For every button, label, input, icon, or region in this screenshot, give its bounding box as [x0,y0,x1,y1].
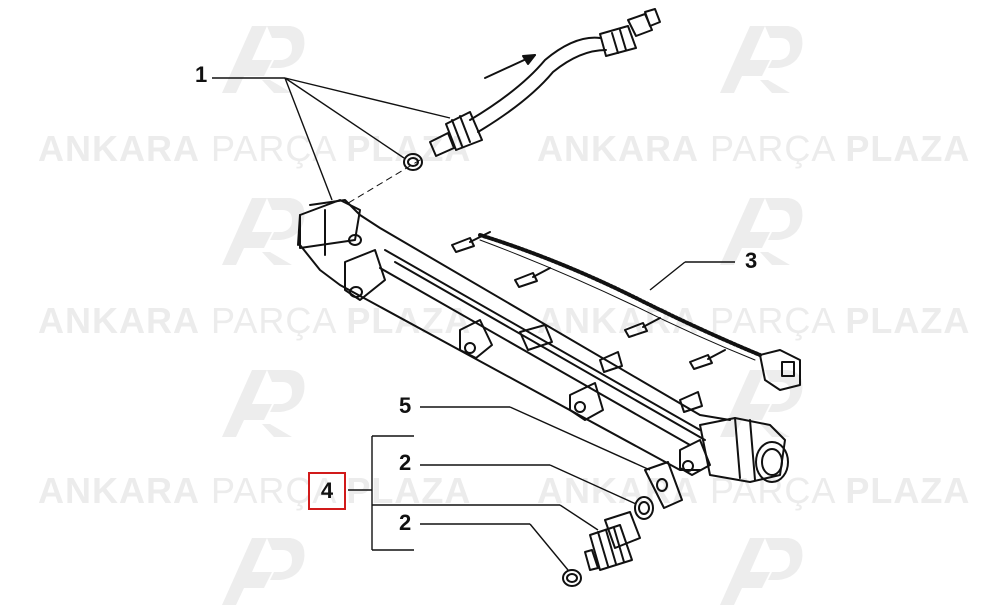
watermark-text: ANKARA PARÇA PLAZA [38,128,472,169]
callout-4-highlighted[interactable]: 4 [308,472,346,510]
callout-2-upper: 2 [399,450,412,475]
fuel-hose [429,8,661,157]
o-ring-1 [403,153,423,171]
ap-logo-icon [720,198,803,265]
wiring-harness [451,231,801,391]
watermark-text: ANKARA PARÇA PLAZA [537,470,971,511]
callout-3: 3 [745,248,758,273]
callout-2-lower: 2 [399,510,412,535]
o-ring-lower [562,569,582,587]
watermark-text: ANKARA PARÇA PLAZA [537,300,971,341]
leader-lines [212,77,735,571]
o-ring-upper [634,496,654,520]
fuel-injector [584,511,641,571]
ap-logo-icon [720,26,803,93]
ap-logo-icon [222,26,305,93]
ap-logo-icon [720,538,803,605]
ap-logo-icon [222,198,305,265]
injector-clip [644,461,683,509]
ap-logo-icon [222,538,305,605]
watermark-text: ANKARA PARÇA PLAZA [537,128,971,169]
callout-5: 5 [399,393,412,418]
ap-logo-icon [222,370,305,437]
fuel-rail [297,199,789,483]
watermark-text: ANKARA PARÇA PLAZA [38,470,472,511]
callout-1: 1 [195,62,208,87]
